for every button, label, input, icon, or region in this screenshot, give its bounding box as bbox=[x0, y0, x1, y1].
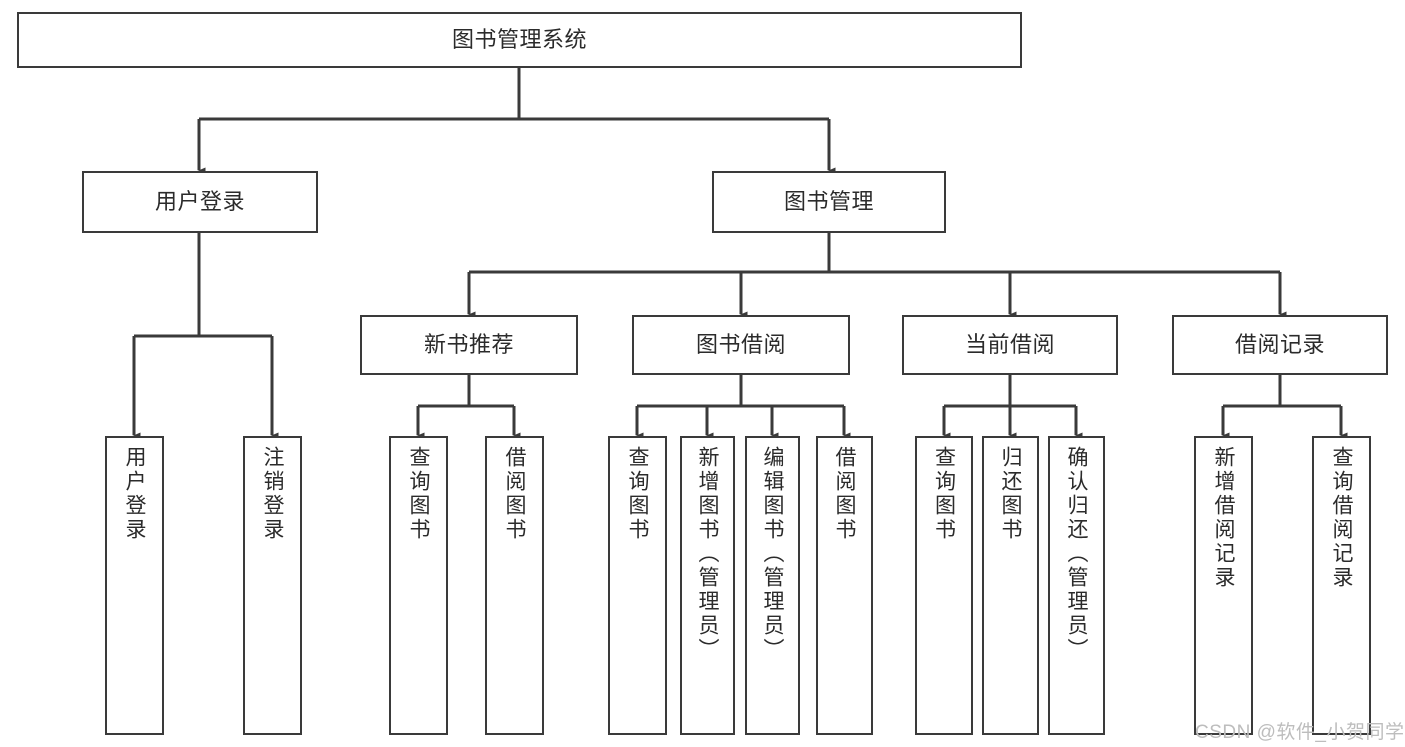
node-book-manage[interactable]: 图书管理 bbox=[712, 171, 946, 233]
connector-group bbox=[127, 68, 1348, 444]
node-label-current-borrow: 当前借阅 bbox=[964, 332, 1055, 358]
node-label-leaf-add-record: 新增借阅记录 bbox=[1212, 446, 1235, 590]
node-leaf-user-logout[interactable]: 注销登录 bbox=[243, 436, 302, 735]
node-leaf-add-record[interactable]: 新增借阅记录 bbox=[1194, 436, 1253, 735]
node-label-root: 图书管理系统 bbox=[451, 27, 587, 53]
node-label-leaf-add-book: 新增图书（管理员） bbox=[696, 446, 719, 662]
node-label-leaf-borrow-book-2: 借阅图书 bbox=[833, 446, 856, 542]
node-leaf-return-book[interactable]: 归还图书 bbox=[982, 436, 1039, 735]
node-label-leaf-return-book: 归还图书 bbox=[999, 446, 1022, 542]
node-current-borrow[interactable]: 当前借阅 bbox=[902, 315, 1118, 375]
node-leaf-edit-book[interactable]: 编辑图书（管理员） bbox=[745, 436, 800, 735]
node-leaf-query-book-3[interactable]: 查询图书 bbox=[915, 436, 973, 735]
node-label-leaf-query-record: 查询借阅记录 bbox=[1330, 446, 1353, 590]
node-label-leaf-user-logout: 注销登录 bbox=[261, 446, 284, 542]
node-label-book-borrow: 图书借阅 bbox=[695, 332, 786, 358]
node-label-leaf-query-book-2: 查询图书 bbox=[626, 446, 649, 542]
node-label-leaf-query-book-3: 查询图书 bbox=[932, 446, 956, 542]
node-label-new-book-rec: 新书推荐 bbox=[423, 332, 514, 358]
node-label-leaf-user-login: 用户登录 bbox=[123, 446, 146, 542]
node-user-login[interactable]: 用户登录 bbox=[82, 171, 318, 233]
node-label-leaf-query-book-1: 查询图书 bbox=[407, 446, 430, 542]
node-label-leaf-edit-book: 编辑图书（管理员） bbox=[761, 446, 784, 662]
node-leaf-query-book-1[interactable]: 查询图书 bbox=[389, 436, 448, 735]
node-leaf-query-book-2[interactable]: 查询图书 bbox=[608, 436, 667, 735]
node-label-user-login: 用户登录 bbox=[154, 189, 245, 215]
node-label-leaf-borrow-book-1: 借阅图书 bbox=[503, 446, 526, 542]
node-book-borrow[interactable]: 图书借阅 bbox=[632, 315, 850, 375]
node-label-book-manage: 图书管理 bbox=[783, 189, 874, 215]
node-leaf-query-record[interactable]: 查询借阅记录 bbox=[1312, 436, 1371, 735]
node-new-book-rec[interactable]: 新书推荐 bbox=[360, 315, 578, 375]
node-leaf-user-login[interactable]: 用户登录 bbox=[105, 436, 164, 735]
node-label-borrow-record: 借阅记录 bbox=[1234, 332, 1325, 358]
node-leaf-borrow-book-1[interactable]: 借阅图书 bbox=[485, 436, 544, 735]
node-root[interactable]: 图书管理系统 bbox=[17, 12, 1022, 68]
node-leaf-add-book[interactable]: 新增图书（管理员） bbox=[680, 436, 735, 735]
node-leaf-confirm-return[interactable]: 确认归还（管理员） bbox=[1048, 436, 1105, 735]
node-leaf-borrow-book-2[interactable]: 借阅图书 bbox=[816, 436, 873, 735]
node-label-leaf-confirm-return: 确认归还（管理员） bbox=[1065, 446, 1088, 662]
node-borrow-record[interactable]: 借阅记录 bbox=[1172, 315, 1388, 375]
